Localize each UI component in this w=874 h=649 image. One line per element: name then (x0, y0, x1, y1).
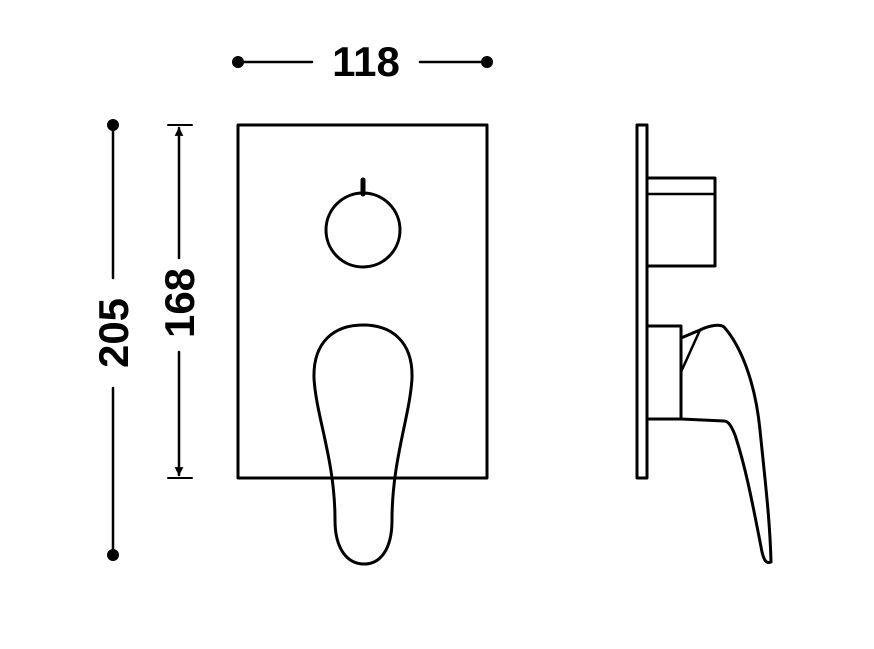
side-view-plate (635, 123, 649, 480)
plate-height-dimension: 168 (156, 124, 203, 479)
width-dim-label: 118 (332, 38, 400, 85)
total-height-dimension: 205 (90, 119, 137, 561)
side-view-lever-edge (679, 328, 702, 374)
side-view-lever-base (645, 324, 683, 421)
plate-height-label: 168 (156, 268, 203, 338)
side-view (635, 123, 773, 564)
side-view-knob-body (645, 176, 717, 268)
diverter-knob-outline (324, 191, 402, 269)
front-view-plate (236, 123, 489, 480)
width-dimension: 118 (232, 38, 493, 85)
mixer-lever-outline (312, 323, 414, 566)
side-view-lever-outline (679, 323, 773, 564)
width-dim-right-dot (481, 56, 493, 68)
total-height-label: 205 (90, 298, 137, 368)
front-view (236, 123, 489, 566)
total-height-bottom-dot (107, 549, 119, 561)
